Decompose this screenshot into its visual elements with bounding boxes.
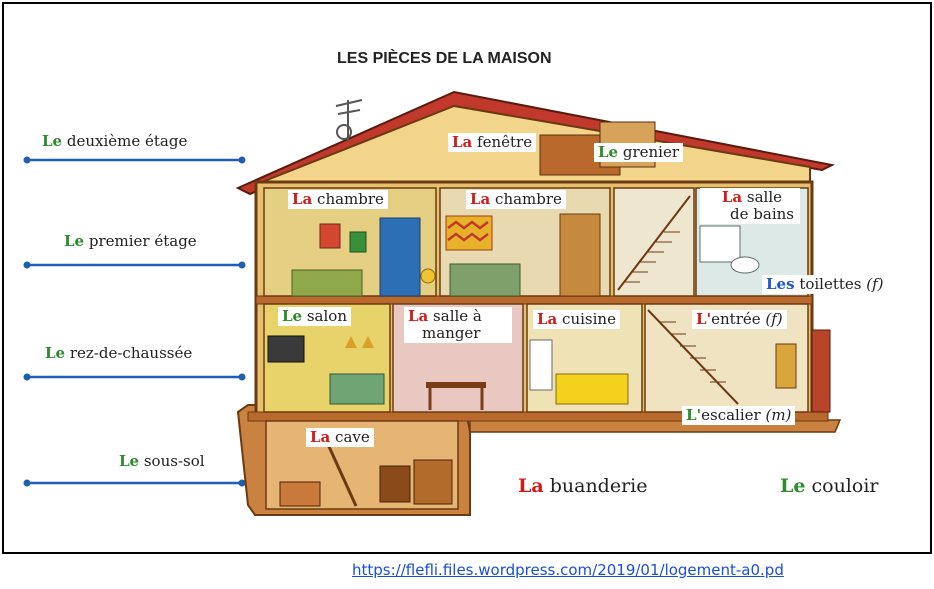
room-label-fenetre: La fenêtre: [448, 133, 537, 152]
room-label-chambre-1: La chambre: [288, 190, 388, 209]
room-label-cave: La cave: [306, 428, 374, 447]
room-label-entree: L'entrée (f): [692, 310, 787, 329]
room-label-grenier: Le grenier: [594, 143, 684, 162]
room-label-toilettes: Les toilettes (f): [762, 275, 888, 294]
floor-label-sous-sol: Le sous-sol: [119, 452, 205, 470]
source-link[interactable]: https://flefli.files.wordpress.com/2019/…: [352, 561, 784, 579]
label-buanderie: La buanderie: [518, 475, 648, 497]
label-couloir: Le couloir: [780, 475, 879, 497]
floor-label-deuxieme-etage: Le deuxième étage: [42, 132, 188, 150]
floor-label-premier-etage: Le premier étage: [64, 232, 197, 250]
floor-label-rez-de-chaussee: Le rez-de-chaussée: [45, 344, 193, 362]
room-label-escalier: L'escalier (m): [682, 406, 796, 425]
level-lines: [23, 156, 246, 487]
furniture: [267, 195, 831, 507]
diagram-title: LES PIÈCES DE LA MAISON: [337, 50, 552, 67]
room-label-salon: Le salon: [278, 307, 351, 326]
room-label-chambre-2: La chambre: [466, 190, 566, 209]
room-label-cuisine: La cuisine: [533, 310, 620, 329]
